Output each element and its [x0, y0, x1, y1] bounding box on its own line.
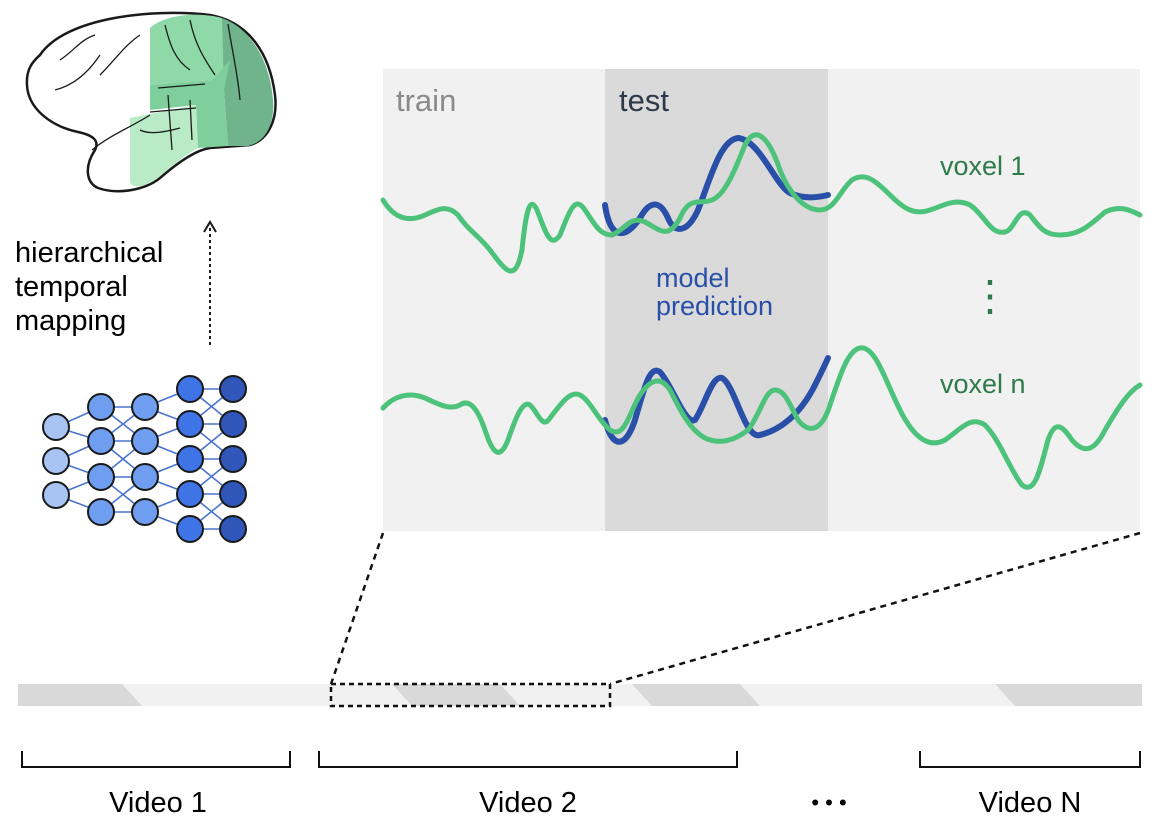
- zoom-lines: [329, 531, 1141, 686]
- test-label: test: [619, 83, 669, 118]
- mapping-label-line-1: hierarchical: [15, 237, 163, 269]
- zoom-window: [329, 682, 612, 708]
- network-node-layer-4: [176, 480, 204, 508]
- network-node-layer-1: [42, 481, 70, 509]
- video-1-label: Video 1: [109, 787, 207, 819]
- timeline-bar: [18, 682, 1142, 708]
- brain-sulci: [54, 19, 241, 151]
- voxel-trace-bottom: [380, 345, 1143, 490]
- network-nodes: [42, 375, 247, 543]
- voxel-trace-top: [380, 132, 1143, 274]
- voxel-top-label: voxel 1: [940, 151, 1026, 181]
- network-node-layer-4: [176, 410, 204, 438]
- timeline-segment-1: [18, 684, 1142, 706]
- test-segment-video-2a: [392, 684, 520, 706]
- network-node-layer-4: [176, 515, 204, 543]
- network-node-layer-2: [87, 427, 115, 455]
- prediction-trace-bottom: [602, 355, 831, 445]
- network-node-layer-5: [219, 375, 247, 403]
- video-n-label: Video N: [979, 787, 1082, 819]
- network-node-layer-5: [219, 445, 247, 473]
- network-node-layer-5: [219, 480, 247, 508]
- network-node-layer-2: [87, 463, 115, 491]
- network-node-layer-5: [219, 410, 247, 438]
- prediction-label: model prediction: [656, 263, 773, 321]
- test-segment-video-2b: [632, 684, 760, 706]
- video-2-label: Video 2: [479, 787, 577, 819]
- network-node-layer-3: [131, 498, 159, 526]
- voxel-bottom-label: voxel n: [940, 369, 1026, 399]
- video-brackets: [21, 751, 1141, 768]
- network-node-layer-3: [131, 393, 159, 421]
- network-node-layer-3: [131, 463, 159, 491]
- network-node-layer-2: [87, 393, 115, 421]
- network-node-layer-1: [42, 447, 70, 475]
- network-node-layer-3: [131, 427, 159, 455]
- brain-region-temporal: [130, 105, 198, 187]
- mapping-label: hierarchical temporal mapping: [15, 237, 171, 337]
- voxel-ellipsis: ⋮: [969, 272, 1011, 319]
- network-node-layer-2: [87, 498, 115, 526]
- prediction-label-line-2: prediction: [656, 291, 773, 321]
- network-node-layer-4: [176, 445, 204, 473]
- brain-illustration: [25, 11, 277, 193]
- bracket-video-n: [919, 751, 1141, 768]
- test-region: [605, 69, 828, 531]
- network-node-layer-1: [42, 413, 70, 441]
- signal-panel: train test model prediction voxel 1 voxe…: [380, 69, 1143, 531]
- brain-region-parietal: [222, 18, 274, 146]
- network-node-layer-5: [219, 515, 247, 543]
- bracket-video-1: [21, 751, 291, 768]
- timeline-ellipsis: • • •: [811, 790, 846, 815]
- bracket-video-2: [318, 751, 738, 768]
- mapping-label-line-3: mapping: [15, 305, 126, 337]
- network-node-layer-4: [176, 375, 204, 403]
- train-label: train: [396, 83, 456, 118]
- prediction-label-line-1: model: [656, 263, 730, 293]
- test-segment-video-n: [995, 684, 1142, 706]
- mapping-arrow: [203, 220, 217, 345]
- test-segment-video-1: [18, 684, 142, 706]
- mapping-label-line-2: temporal: [15, 271, 128, 303]
